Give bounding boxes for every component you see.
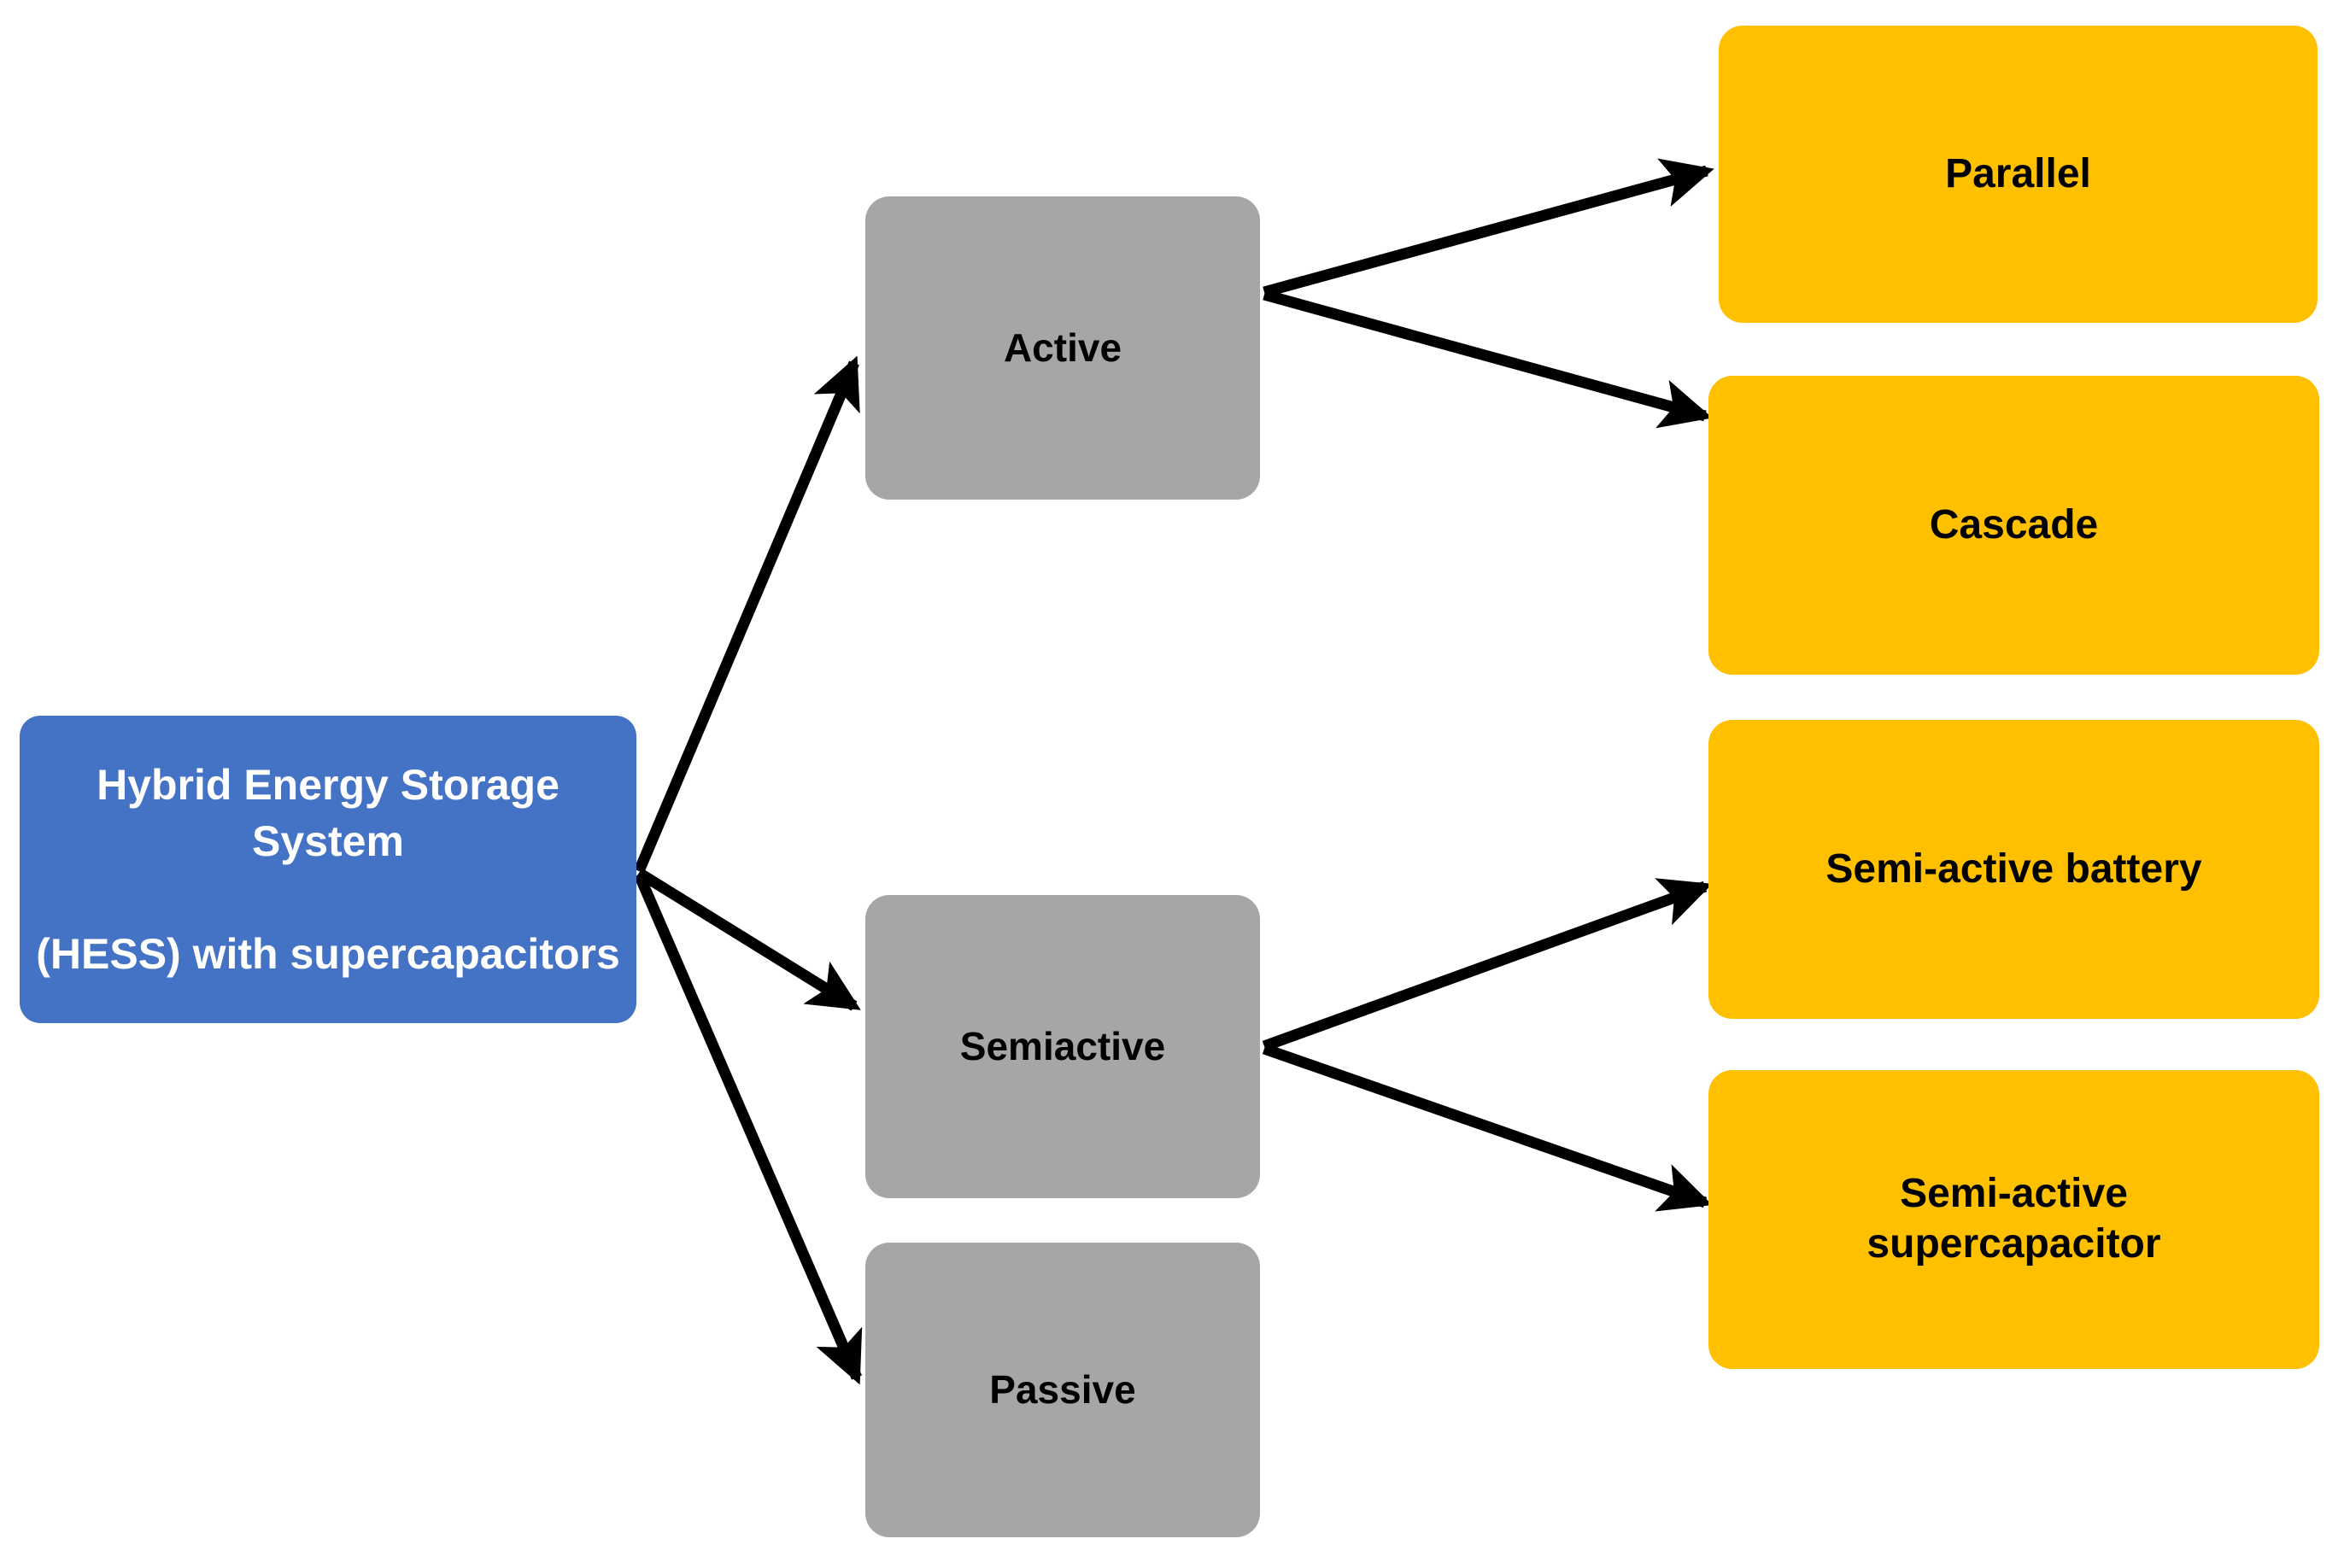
node-label-semiactive: Semiactive xyxy=(959,1024,1166,1069)
node-hybrid-energy-storage-system[interactable]: Hybrid Energy Storage System (HESS) with… xyxy=(20,716,636,1023)
node-label-semi-active-battery: Semi-active battery xyxy=(1825,845,2202,892)
edge-semiactive-to-semi-active-supercapacitor xyxy=(1262,1043,1713,1212)
node-semi-active-supercapacitor[interactable]: Semi-active supercapacitor xyxy=(1708,1070,2319,1369)
edge-root-to-passive xyxy=(634,872,863,1385)
node-active[interactable]: Active xyxy=(865,196,1260,500)
node-label-semi-active-supercapacitor: Semi-active supercapacitor xyxy=(1866,1171,2161,1267)
edge-active-to-parallel xyxy=(1263,158,1714,298)
node-label-passive: Passive xyxy=(989,1367,1136,1413)
edge-semiactive-to-semi-active-battery xyxy=(1262,878,1713,1052)
node-label-active: Active xyxy=(1003,325,1122,371)
edge-root-to-active xyxy=(634,355,860,874)
node-passive[interactable]: Passive xyxy=(865,1243,1260,1537)
node-semi-active-battery[interactable]: Semi-active battery xyxy=(1708,720,2319,1019)
node-parallel[interactable]: Parallel xyxy=(1719,26,2318,323)
node-semiactive[interactable]: Semiactive xyxy=(865,895,1260,1198)
node-label-parallel: Parallel xyxy=(1945,150,2091,196)
node-label-root: Hybrid Energy Storage System (HESS) with… xyxy=(36,761,620,978)
edge-active-to-cascade xyxy=(1263,289,1713,429)
node-label-cascade: Cascade xyxy=(1929,501,2099,547)
edge-root-to-semiactive xyxy=(636,868,861,1011)
node-cascade[interactable]: Cascade xyxy=(1708,376,2319,675)
